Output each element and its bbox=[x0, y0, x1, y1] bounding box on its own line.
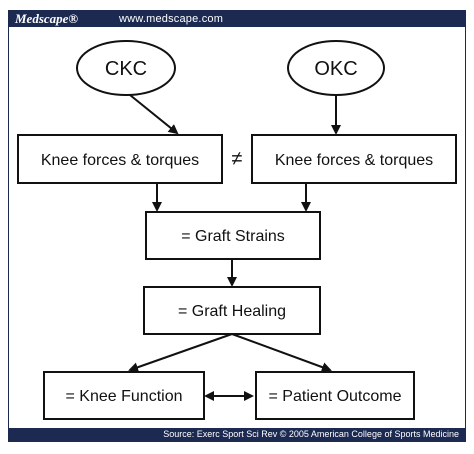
graft-strains-label: = Graft Strains bbox=[181, 228, 285, 245]
node-patient-outcome: = Patient Outcome bbox=[255, 371, 415, 420]
okc-label: OKC bbox=[314, 58, 357, 80]
node-okc: OKC bbox=[287, 40, 385, 96]
source-citation: Source: Exerc Sport Sci Rev © 2005 Ameri… bbox=[163, 429, 459, 439]
header-bar: Medscape® www.medscape.com bbox=[9, 11, 465, 27]
arrow-ckc-to-knee-forces bbox=[129, 94, 179, 135]
patient-outcome-box bbox=[255, 371, 415, 420]
node-knee-forces-left: Knee forces & torques bbox=[17, 134, 223, 184]
patient-outcome-label: = Patient Outcome bbox=[269, 388, 402, 405]
arrow-healing-to-knee-function bbox=[128, 333, 233, 373]
ckc-ellipse bbox=[76, 40, 176, 96]
node-graft-healing: = Graft Healing bbox=[143, 286, 321, 335]
knee-forces-right-label: Knee forces & torques bbox=[275, 152, 433, 169]
node-knee-function: = Knee Function bbox=[43, 371, 205, 420]
graft-healing-label: = Graft Healing bbox=[178, 303, 286, 320]
footer-bar: Source: Exerc Sport Sci Rev © 2005 Ameri… bbox=[9, 428, 465, 441]
knee-forces-right-box bbox=[251, 134, 457, 184]
ckc-label: CKC bbox=[105, 58, 147, 80]
site-url[interactable]: www.medscape.com bbox=[119, 13, 224, 25]
not-equal-symbol: ≠ bbox=[232, 148, 243, 170]
node-knee-forces-right: Knee forces & torques bbox=[251, 134, 457, 184]
knee-function-label: = Knee Function bbox=[66, 388, 183, 405]
figure-frame: Medscape® www.medscape.com Source: Exerc… bbox=[8, 10, 466, 442]
knee-forces-left-box bbox=[17, 134, 223, 184]
knee-function-box bbox=[43, 371, 205, 420]
graft-healing-box bbox=[143, 286, 321, 335]
brand-logo[interactable]: Medscape® bbox=[15, 11, 79, 26]
node-graft-strains: = Graft Strains bbox=[145, 211, 321, 260]
arrow-healing-to-patient-outcome bbox=[231, 333, 332, 372]
knee-forces-left-label: Knee forces & torques bbox=[41, 152, 199, 169]
node-ckc: CKC bbox=[76, 40, 176, 96]
